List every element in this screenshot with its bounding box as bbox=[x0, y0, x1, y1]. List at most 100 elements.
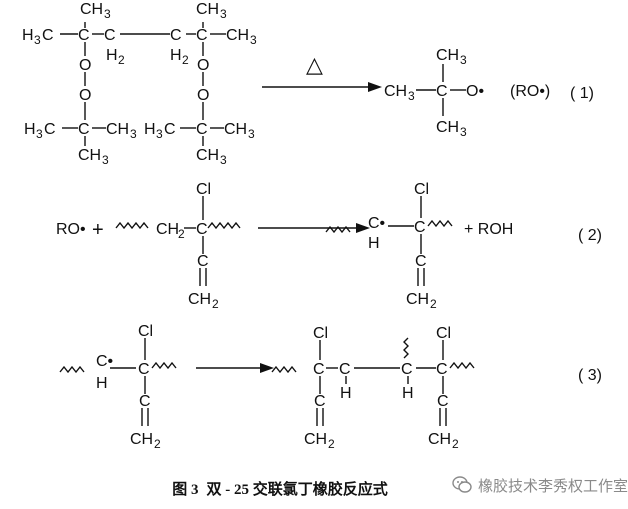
atom-c-radical: C• bbox=[368, 215, 385, 232]
figure-title: 双 - 25 交联氯丁橡胶反应式 bbox=[206, 482, 388, 498]
atom-c-quaternary-right: C bbox=[196, 27, 208, 44]
sub-3: 3 bbox=[248, 127, 255, 141]
ro-radical-label: (RO•) bbox=[510, 83, 550, 100]
sub-2: 2 bbox=[154, 437, 161, 451]
sub-2: 2 bbox=[182, 53, 189, 67]
bond-lines bbox=[59, 22, 475, 426]
heat-symbol: △ bbox=[306, 52, 323, 77]
atom-c-link-right: C bbox=[401, 361, 413, 378]
atom-h: H bbox=[368, 235, 380, 252]
atom-ch3-bottom-left: CH bbox=[78, 147, 101, 164]
atom-ch3-top-right: CH bbox=[196, 1, 219, 18]
sub-3: 3 bbox=[408, 89, 415, 103]
sub-3: 3 bbox=[220, 153, 227, 167]
atom-c-radical: C• bbox=[96, 353, 113, 370]
sub-3: 3 bbox=[156, 127, 163, 141]
sub-3: 3 bbox=[102, 153, 109, 167]
atom-ch2-vinyl-right: CH bbox=[428, 431, 451, 448]
sub-3: 3 bbox=[36, 127, 43, 141]
atom-h: H bbox=[24, 121, 36, 138]
reaction-arrows bbox=[260, 82, 382, 373]
atom-ch2-vinyl-left: CH bbox=[304, 431, 327, 448]
atom-c-vinyl: C bbox=[415, 253, 427, 270]
atom-c: C bbox=[42, 27, 54, 44]
reaction-label-2: ( 2) bbox=[578, 227, 602, 244]
reaction-label-3: ( 3) bbox=[578, 367, 602, 384]
plus-sign: + bbox=[92, 219, 104, 241]
watermark: 橡胶技术李秀权工作室 bbox=[452, 470, 628, 500]
atom-c: C bbox=[44, 121, 56, 138]
sub-2: 2 bbox=[212, 297, 219, 311]
atom-ch3-bottom-right: CH bbox=[196, 147, 219, 164]
atom-ch3: CH bbox=[224, 121, 247, 138]
atom-c-link-left: C bbox=[339, 361, 351, 378]
atom-cl-left: Cl bbox=[313, 325, 328, 342]
sub-2: 2 bbox=[430, 297, 437, 311]
atom-c-vinyl: C bbox=[197, 253, 209, 270]
atom-c-ch2-left: C bbox=[104, 27, 116, 44]
sub-2: 2 bbox=[118, 53, 125, 67]
atom-ch3-top-left: CH bbox=[80, 1, 103, 18]
atom-c-center: C bbox=[436, 83, 448, 100]
reaction-3: C• H Cl C C CH 2 Cl C C H C CH 2 C H Cl … bbox=[96, 323, 602, 451]
sub-3: 3 bbox=[34, 33, 41, 47]
sub-3: 3 bbox=[104, 7, 111, 21]
reaction-1: CH 3 CH 3 H 3 C C C H 2 C H 2 C CH 3 O O… bbox=[22, 1, 594, 167]
atom-h: H bbox=[106, 47, 118, 64]
atom-ch2-vinyl: CH bbox=[130, 431, 153, 448]
reaction-label-1: ( 1) bbox=[570, 85, 594, 102]
atom-c: C bbox=[164, 121, 176, 138]
atom-h: H bbox=[22, 27, 34, 44]
atom-h: H bbox=[402, 385, 414, 402]
atom-c-center: C bbox=[138, 361, 150, 378]
atom-ch3-bottom: CH bbox=[436, 119, 459, 136]
atom-o-radical: O• bbox=[466, 83, 484, 100]
atom-c-tert-right: C bbox=[196, 121, 208, 138]
atom-o: O bbox=[197, 57, 209, 74]
atom-h: H bbox=[170, 47, 182, 64]
sub-2: 2 bbox=[328, 437, 335, 451]
atom-ch2-vinyl: CH bbox=[188, 291, 211, 308]
ro-radical: RO• bbox=[56, 221, 86, 238]
figure-number: 图 3 bbox=[172, 482, 199, 498]
atom-c-left: C bbox=[313, 361, 325, 378]
sub-3: 3 bbox=[460, 125, 467, 139]
atom-ch3-top: CH bbox=[436, 47, 459, 64]
atom-c-quaternary-left: C bbox=[78, 27, 90, 44]
atom-c-ch2-right: C bbox=[170, 27, 182, 44]
atom-c-center: C bbox=[196, 221, 208, 238]
atom-ch2-vinyl: CH bbox=[406, 291, 429, 308]
atom-ch3-left: CH bbox=[384, 83, 407, 100]
sub-3: 3 bbox=[460, 53, 467, 67]
sub-3: 3 bbox=[220, 7, 227, 21]
atom-h: H bbox=[144, 121, 156, 138]
atom-ch3-right: CH bbox=[226, 27, 249, 44]
atom-o: O bbox=[197, 87, 209, 104]
sub-2: 2 bbox=[178, 227, 185, 241]
atom-c-right: C bbox=[436, 361, 448, 378]
atom-cl: Cl bbox=[414, 181, 429, 198]
atom-c-center: C bbox=[414, 219, 426, 236]
atom-cl-right: Cl bbox=[436, 325, 451, 342]
atom-h: H bbox=[96, 375, 108, 392]
watermark-text: 橡胶技术李秀权工作室 bbox=[478, 477, 628, 495]
sub-3: 3 bbox=[130, 127, 137, 141]
atom-ch2: CH bbox=[156, 221, 179, 238]
atom-ch3: CH bbox=[106, 121, 129, 138]
atom-c-vinyl-right: C bbox=[437, 393, 449, 410]
atom-cl: Cl bbox=[196, 181, 211, 198]
atom-c-vinyl-left: C bbox=[314, 393, 326, 410]
atom-c-vinyl: C bbox=[139, 393, 151, 410]
sub-3: 3 bbox=[250, 33, 257, 47]
plus-roh: + ROH bbox=[464, 221, 513, 238]
figure-caption: 图 3 双 - 25 交联氯丁橡胶反应式 bbox=[0, 478, 560, 499]
sub-2: 2 bbox=[452, 437, 459, 451]
atom-h: H bbox=[340, 385, 352, 402]
atom-cl: Cl bbox=[138, 323, 153, 340]
wechat-icon bbox=[452, 476, 472, 493]
reaction-2: RO• + CH 2 Cl C C CH 2 C• H Cl C C CH 2 … bbox=[56, 181, 602, 311]
atom-o: O bbox=[79, 87, 91, 104]
atom-o: O bbox=[79, 57, 91, 74]
atom-c-tert-left: C bbox=[78, 121, 90, 138]
